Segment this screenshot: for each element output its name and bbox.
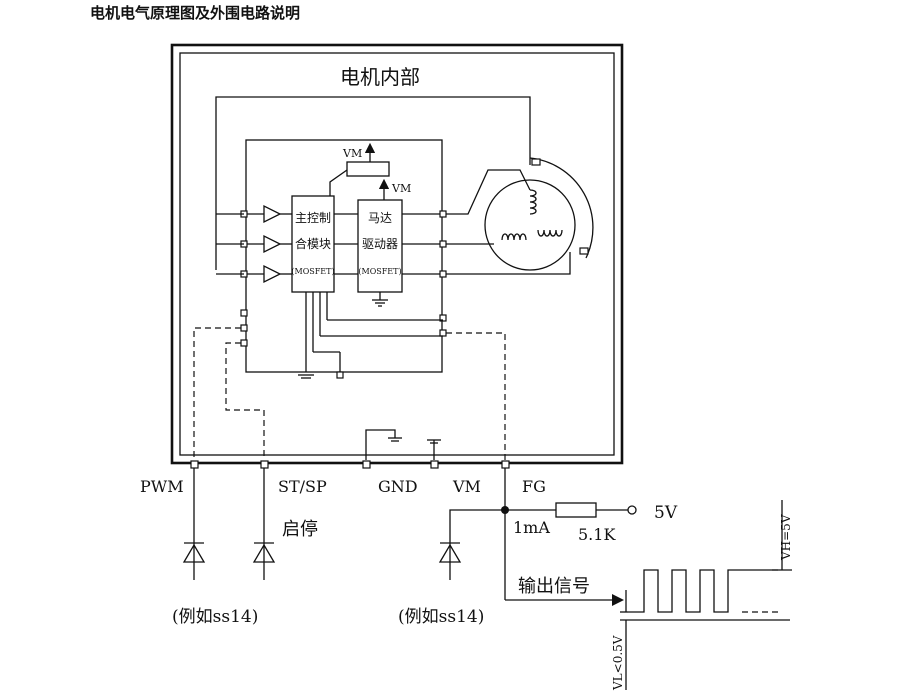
vm-sense-box: [346, 161, 390, 177]
resistor-label: 5.1K: [578, 525, 616, 544]
vm-label-top: VM: [342, 147, 362, 160]
pin-label-pwm: PWM: [140, 477, 184, 496]
pin-label-stsp: ST/SP: [278, 477, 327, 496]
fg-dashed-line: [446, 332, 506, 460]
pwm-dashed-line: [193, 327, 241, 460]
motor-outer-frame: [170, 43, 624, 465]
hall-sensor-arc: [529, 157, 594, 259]
pin-stsp: [260, 460, 269, 469]
arrow-right-icon: [612, 594, 624, 606]
motor-stator-circle: [484, 179, 576, 271]
top-feedback-wire: [215, 96, 531, 270]
buffer-icon: [263, 264, 282, 284]
ic-package: [245, 139, 443, 373]
output-signal-label: 输出信号: [518, 576, 590, 597]
motor-driver-line2: 驱动器: [362, 237, 398, 251]
motor-driver-line3: (MOSFET): [358, 267, 401, 276]
coil-icon: [529, 189, 537, 215]
supply-terminal: [627, 505, 637, 515]
resistor-symbol: [555, 502, 597, 518]
pin-gnd: [362, 460, 371, 469]
coil-icon: [537, 229, 563, 237]
start-stop-label: 启停: [282, 519, 318, 540]
ic-pin-right-5: [439, 329, 447, 337]
diode-icon: [182, 542, 206, 563]
ic-pin-left-5: [240, 324, 248, 332]
ic-pin-left-4: [240, 309, 248, 317]
coil-icon: [501, 233, 527, 241]
output-waveform: [628, 569, 778, 613]
pin-label-gnd: GND: [378, 477, 418, 496]
ic-pin-right-3: [439, 270, 447, 278]
pin-label-vm: VM: [452, 477, 481, 496]
pin-vm: [430, 460, 439, 469]
ic-pin-right-4: [439, 314, 447, 322]
buffer-icon: [263, 204, 282, 224]
control-module-line1: 主控制: [295, 211, 331, 225]
pin-label-fg: FG: [522, 477, 546, 496]
ic-pin-right-1: [439, 210, 447, 218]
supply-label: 5V: [654, 503, 678, 523]
diode-icon: [252, 542, 276, 563]
motor-inner-frame: [179, 52, 615, 456]
ic-pin-left-6: [240, 339, 248, 347]
pin-fg: [501, 460, 510, 469]
motor-driver-line1: 马达: [368, 211, 392, 225]
control-module-line2: 合模块: [295, 236, 331, 251]
buffer-icon: [263, 234, 282, 254]
diode-note-left: (例如ss14): [172, 607, 258, 627]
current-label: 1mA: [513, 518, 550, 537]
pin-pwm: [190, 460, 199, 469]
diode-icon: [438, 542, 462, 563]
motor-interior-title: 电机内部: [340, 65, 420, 89]
control-module-line3: (MOSFET): [291, 267, 334, 276]
page-heading: 电机电气原理图及外围电路说明: [90, 4, 300, 22]
vm-label-driver: VM: [391, 182, 411, 195]
vh-label: VH=5V: [779, 514, 793, 561]
diode-note-right: (例如ss14): [398, 607, 484, 627]
stsp-dashed-line: [225, 342, 265, 460]
vl-label: VL<0.5V: [611, 635, 625, 691]
ic-pin-right-2: [439, 240, 447, 248]
